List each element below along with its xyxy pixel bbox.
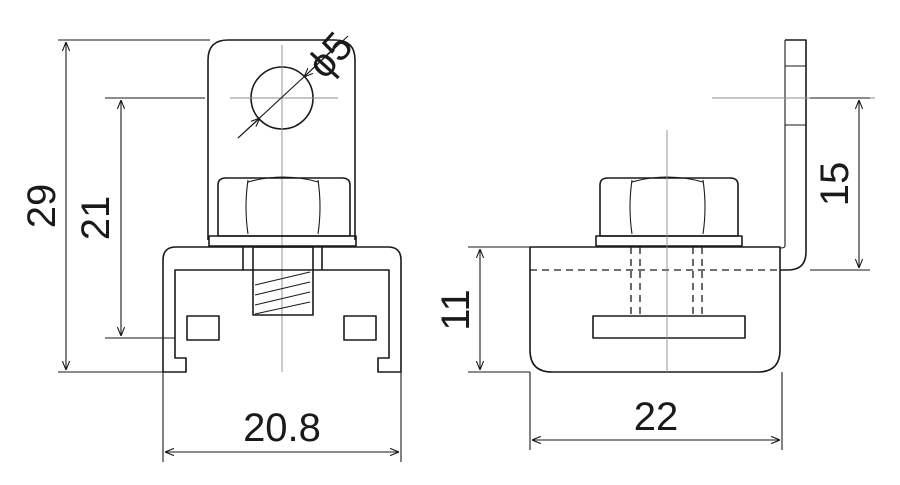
dimension-label-15: 15	[813, 162, 857, 207]
dimension-base-height: 11	[434, 246, 530, 373]
dimension-label-11: 11	[434, 289, 478, 331]
channel-base	[162, 246, 402, 373]
hex-bolt-head	[217, 176, 351, 237]
dimension-label-29: 29	[20, 184, 64, 229]
dimension-length: 22	[529, 372, 783, 450]
terminal-plate	[207, 39, 356, 240]
side-base	[529, 246, 781, 373]
side-tab	[779, 39, 807, 271]
side-view: 15 11 22	[434, 39, 875, 450]
dimension-width: 20.8	[162, 372, 402, 462]
dimension-overall-height: 29	[20, 39, 210, 373]
side-washer	[595, 235, 743, 247]
side-hex-head	[599, 176, 739, 237]
dimension-label-21: 21	[74, 196, 118, 241]
dimension-label-20-8: 20.8	[243, 406, 321, 450]
dimension-tab-height: 15	[810, 97, 870, 271]
dimension-label-phi5: ϕ5	[299, 24, 362, 87]
dimension-label-22: 22	[634, 395, 679, 439]
side-slot-plate	[592, 315, 746, 339]
bolt-shank	[242, 246, 323, 316]
right-clip	[343, 315, 377, 341]
washer	[208, 235, 357, 247]
front-view: 29 21 ϕ5 20.8	[20, 24, 402, 462]
left-clip	[186, 315, 220, 341]
dimension-hole-height: 21	[74, 97, 205, 339]
